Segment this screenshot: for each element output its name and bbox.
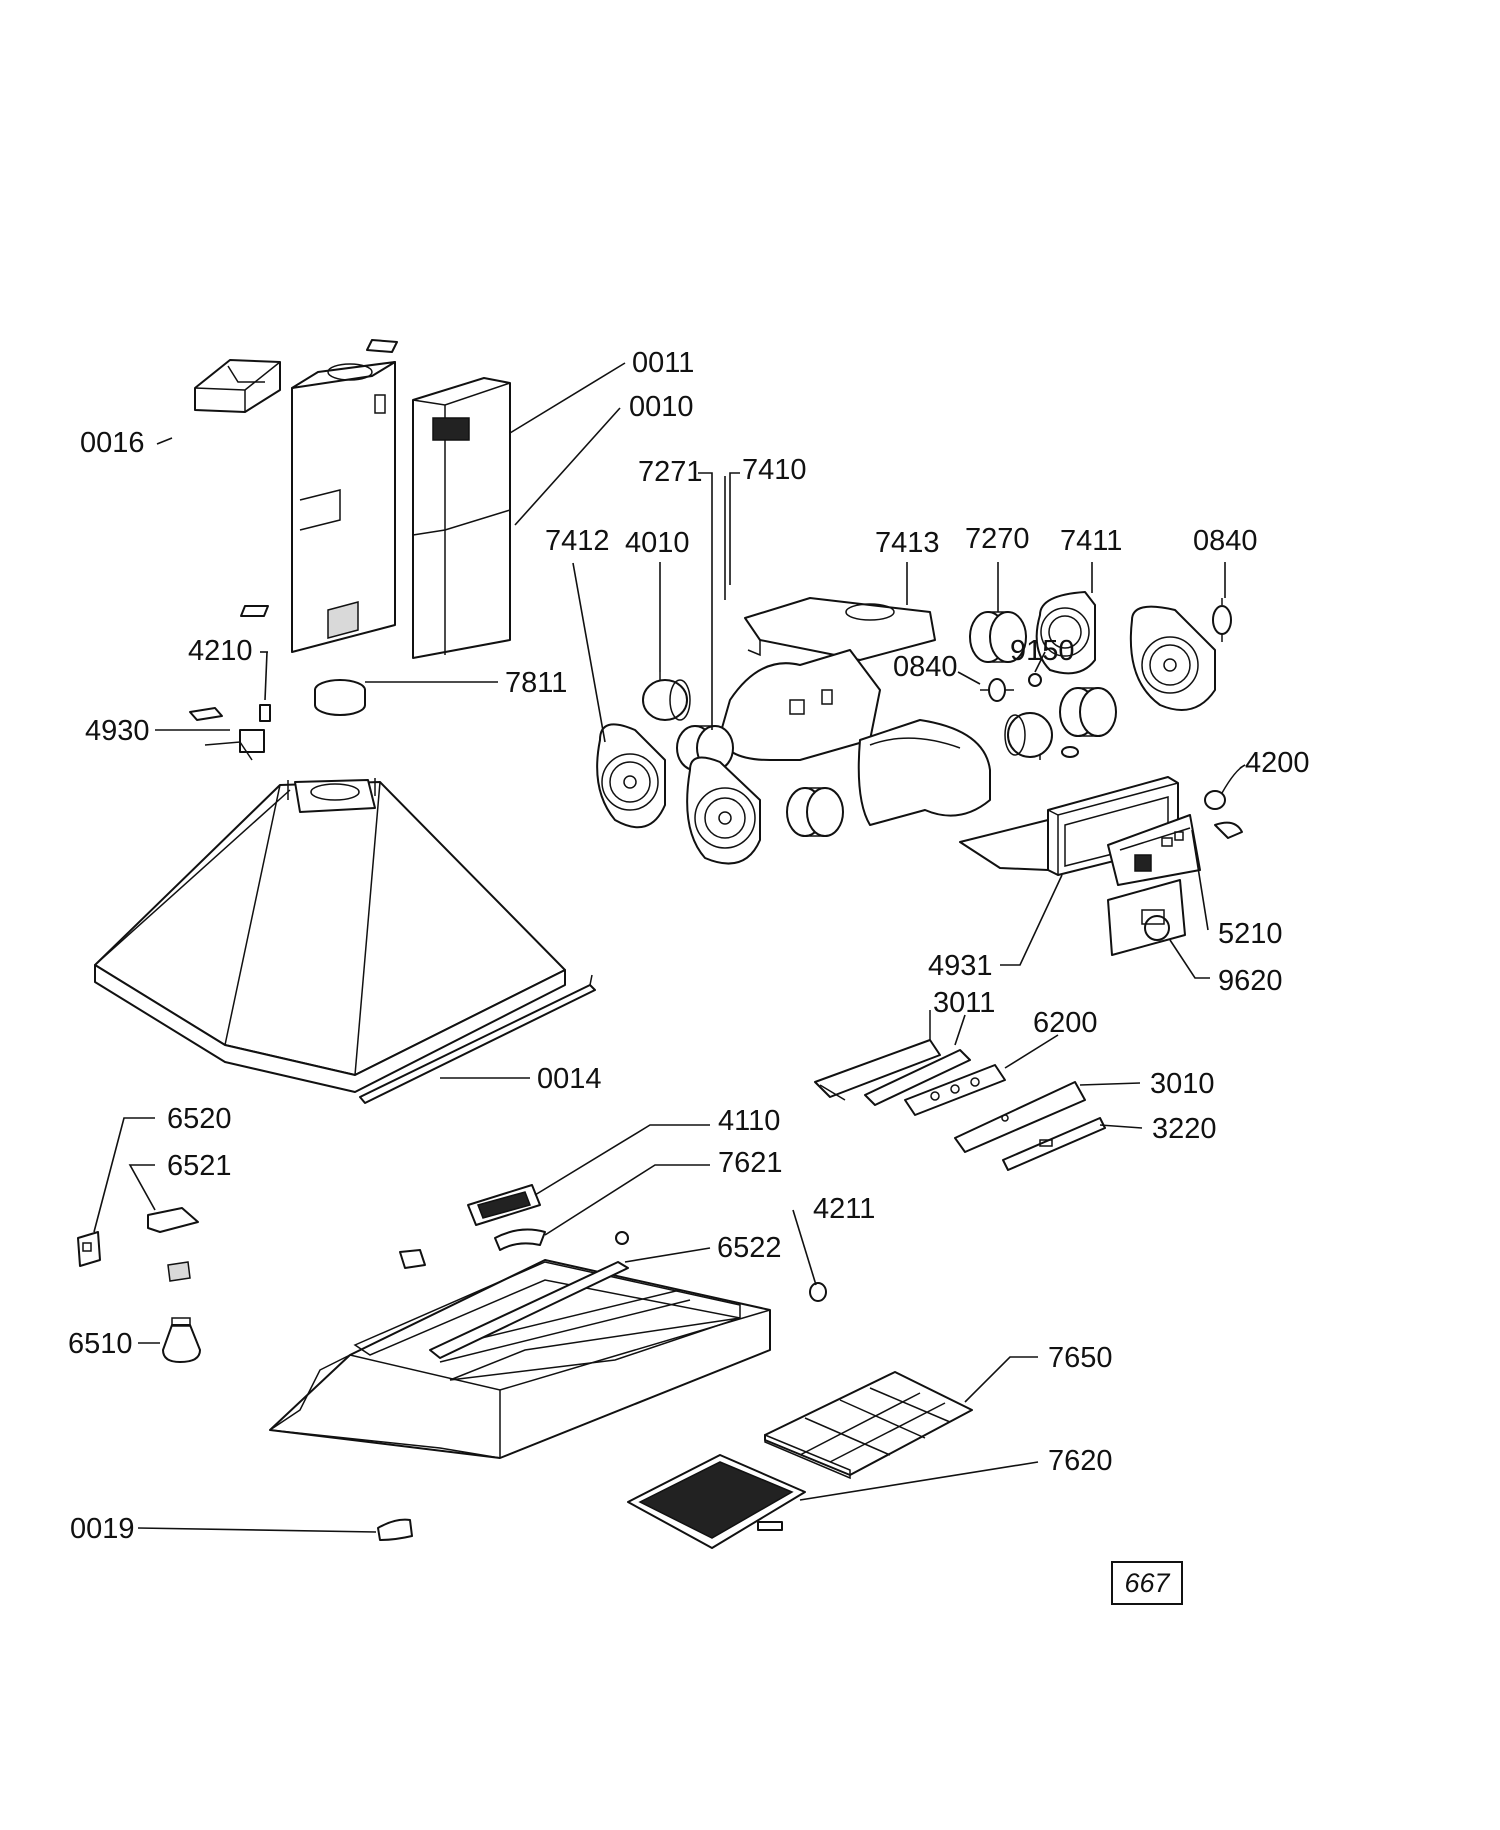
light-bulb-6510 <box>162 1317 201 1363</box>
label-3011: 3011 <box>933 987 995 1019</box>
light-lens-0019 <box>377 1518 413 1541</box>
label-0840-mid: 0840 <box>893 651 958 683</box>
part-labels: 0011 0010 0016 7271 7410 7412 4010 7413 … <box>68 347 1310 1545</box>
grease-filter-4110 <box>467 1184 541 1226</box>
label-7650: 7650 <box>1048 1342 1113 1374</box>
blower-frame <box>719 649 881 761</box>
knob-small <box>615 1231 629 1245</box>
label-3220: 3220 <box>1152 1113 1217 1145</box>
label-7410: 7410 <box>742 454 807 486</box>
circuit-board-5210 <box>1107 814 1201 886</box>
label-6200: 6200 <box>1033 1007 1098 1039</box>
outer-chimney-part <box>412 377 511 659</box>
label-0019: 0019 <box>70 1513 135 1545</box>
label-0014: 0014 <box>537 1063 602 1095</box>
nut-9150 <box>1028 673 1042 687</box>
label-7270: 7270 <box>965 523 1030 555</box>
lamp-holder-6520 <box>77 1231 101 1267</box>
label-4931: 4931 <box>928 950 993 982</box>
label-4010: 4010 <box>625 527 690 559</box>
label-7413: 7413 <box>875 527 940 559</box>
page-number-box <box>1111 1561 1183 1605</box>
filter-rail-6522 <box>429 1261 629 1359</box>
fan-housing-front <box>686 756 761 865</box>
label-0840-top: 0840 <box>1193 525 1258 557</box>
label-4930: 4930 <box>85 715 150 747</box>
charcoal-filter-7650 <box>764 1371 973 1480</box>
leader-lines <box>93 362 1246 1533</box>
panel-rod <box>864 1049 971 1106</box>
label-7620: 7620 <box>1048 1445 1113 1477</box>
label-4110: 4110 <box>718 1105 780 1137</box>
label-3010: 3010 <box>1150 1068 1215 1100</box>
fan-housing-7411 <box>1035 591 1096 675</box>
label-9150: 9150 <box>1010 635 1075 667</box>
small-bracket-left <box>240 605 269 617</box>
label-0011: 0011 <box>632 347 694 379</box>
label-5210: 5210 <box>1218 918 1283 950</box>
fan-wheel-7270 <box>969 611 1027 663</box>
label-6510: 6510 <box>68 1328 133 1360</box>
label-6521: 6521 <box>167 1150 232 1182</box>
fascia-3010 <box>954 1081 1086 1153</box>
hood-canopy <box>94 778 566 1093</box>
label-9620: 9620 <box>1218 965 1283 997</box>
label-7411: 7411 <box>1060 525 1122 557</box>
lower-hood-body <box>269 1259 771 1459</box>
lamp-socket-6521 <box>147 1207 199 1282</box>
label-7412: 7412 <box>545 525 610 557</box>
thermostat-4200 <box>1204 764 1246 839</box>
capacitor-0840-mid <box>980 678 1014 702</box>
fascia-trim-3220 <box>1002 1117 1106 1171</box>
label-4200: 4200 <box>1245 747 1310 779</box>
charcoal-clip-7621 <box>494 1228 546 1251</box>
label-4211: 4211 <box>813 1193 875 1225</box>
label-7271: 7271 <box>638 456 703 488</box>
label-6520: 6520 <box>167 1103 232 1135</box>
metal-filter-7620 <box>627 1454 806 1549</box>
label-4210: 4210 <box>188 635 253 667</box>
inner-chimney-part <box>291 361 396 653</box>
fan-housing-7412 <box>596 723 666 829</box>
knob-4211 <box>809 1282 827 1302</box>
blower-housing-7413 <box>744 597 936 661</box>
switch-plate-9620 <box>1107 879 1186 956</box>
motor-right <box>1004 712 1053 760</box>
duct-flange-ring <box>314 679 366 716</box>
label-0016: 0016 <box>80 427 145 459</box>
fan-wheel-front <box>786 787 844 837</box>
hood-trim-strip <box>359 974 596 1104</box>
capacitor-0840-top <box>1212 598 1232 642</box>
label-6522: 6522 <box>717 1232 782 1264</box>
page-number: 667 <box>1124 1568 1170 1598</box>
label-0010: 0010 <box>629 391 694 423</box>
small-bracket-top <box>366 339 398 353</box>
switch-block-6200 <box>904 1064 1006 1116</box>
motor-4010 <box>642 672 691 721</box>
switch-parts <box>189 704 271 761</box>
scroll-housing-center <box>857 719 991 826</box>
duct-connector-box <box>194 359 281 413</box>
fan-housing-far-right <box>1129 605 1216 711</box>
panel-bracket-3011 <box>814 1010 941 1101</box>
label-7621: 7621 <box>718 1147 783 1179</box>
label-7811: 7811 <box>505 667 567 699</box>
lamp-clip <box>399 1249 426 1269</box>
fan-wheel-right <box>1059 687 1117 737</box>
small-spacer <box>1061 746 1079 758</box>
